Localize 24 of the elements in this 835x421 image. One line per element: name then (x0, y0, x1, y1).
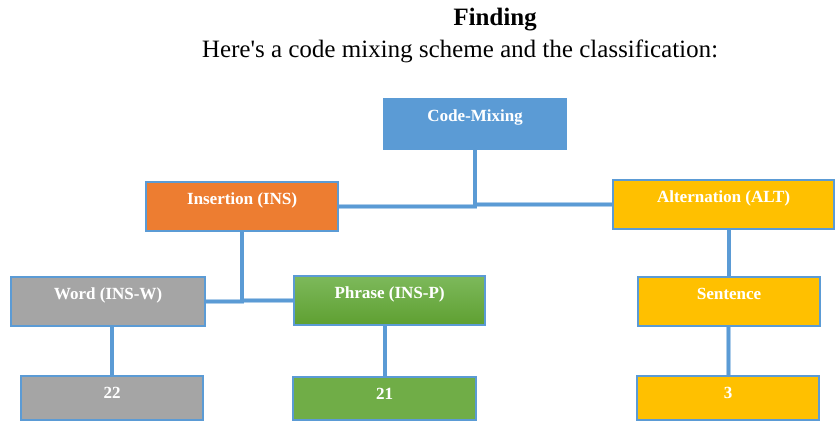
box-label: 3 (724, 383, 732, 403)
category-box (10, 276, 206, 327)
heading: Finding (452, 4, 538, 32)
connector-line (383, 326, 387, 376)
intro-sentence: Here's a code mixing scheme and the classification: (200, 36, 720, 64)
category-box (293, 275, 486, 326)
box-label: Word (INS-W) (54, 284, 162, 304)
box-label: Code-Mixing (427, 106, 523, 126)
box-label: 22 (104, 383, 120, 403)
category-box (20, 375, 204, 421)
connector-line (726, 327, 730, 375)
box-label: Phrase (INS-P) (334, 283, 444, 303)
box-label: 21 (376, 384, 393, 404)
category-box (292, 376, 477, 421)
category-box (636, 375, 820, 421)
box-label: Sentence (696, 284, 762, 304)
box-label: Insertion (INS) (186, 189, 298, 209)
connector-line (727, 230, 731, 276)
category-box (637, 276, 821, 327)
category-box (145, 181, 339, 232)
connector-line (110, 327, 114, 375)
box-label: Alternation (ALT) (656, 187, 790, 207)
category-box (612, 179, 835, 230)
category-box (383, 98, 567, 150)
